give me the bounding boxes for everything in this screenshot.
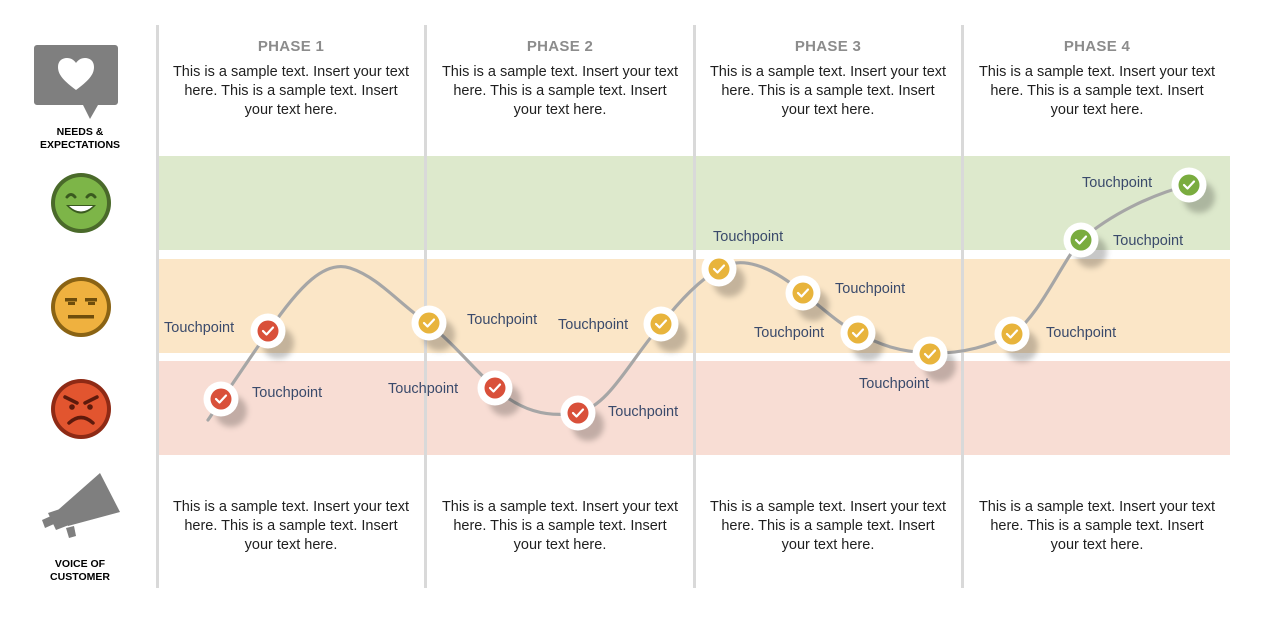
column-divider [961, 25, 964, 588]
touchpoint-label: Touchpoint [859, 376, 930, 392]
angry-face-icon [51, 379, 111, 439]
phase-1-title: PHASE 1 [257, 38, 325, 55]
column-divider [156, 25, 159, 588]
check-icon [796, 288, 810, 298]
check-icon [214, 394, 228, 404]
touchpoint-marker[interactable] [411, 305, 456, 352]
neutral-face-icon [51, 277, 111, 337]
touchpoint-label: Touchpoint [835, 281, 906, 297]
touchpoint-dot [1178, 174, 1200, 196]
check-icon [851, 328, 865, 338]
touchpoint-marker[interactable] [785, 275, 830, 322]
phase-4-needs-text: This is a sample text. Insert your text … [978, 64, 1216, 118]
touchpoint-dot [257, 320, 279, 342]
touchpoint-label: Touchpoint [467, 312, 538, 328]
touchpoint-marker[interactable] [1063, 222, 1108, 269]
phase-1-needs-text: This is a sample text. Insert your text … [172, 64, 410, 118]
check-icon [1182, 180, 1196, 190]
touchpoint-marker[interactable] [994, 316, 1039, 363]
touchpoint-dot [567, 402, 589, 424]
touchpoint-label: Touchpoint [252, 385, 323, 401]
check-icon [261, 326, 275, 336]
touchpoint-marker[interactable] [477, 370, 522, 417]
touchpoint-dot [919, 343, 941, 365]
touchpoint-marker[interactable] [560, 395, 605, 442]
check-icon [1005, 329, 1019, 339]
phase-1-voice-text: This is a sample text. Insert your text … [172, 499, 410, 553]
touchpoint-marker[interactable] [1171, 167, 1216, 214]
touchpoint-marker[interactable] [203, 381, 248, 428]
touchpoint-dot [1070, 229, 1092, 251]
phase-4-title: PHASE 4 [1063, 38, 1131, 55]
touchpoint-label: Touchpoint [164, 320, 235, 336]
needs-expectations-label: NEEDS & EXPECTATIONS [39, 126, 121, 151]
touchpoint-dot [484, 377, 506, 399]
check-icon [422, 318, 436, 328]
touchpoint-marker[interactable] [643, 306, 688, 353]
touchpoint-dot [418, 312, 440, 334]
phase-3-title: PHASE 3 [794, 38, 862, 55]
phase-2-voice-text: This is a sample text. Insert your text … [441, 499, 679, 553]
phase-3-needs-text: This is a sample text. Insert your text … [709, 64, 947, 118]
column-divider [693, 25, 696, 588]
touchpoint-dot [1001, 323, 1023, 345]
check-icon [654, 319, 668, 329]
touchpoint-label: Touchpoint [608, 404, 679, 420]
speech-bubble-heart-icon [34, 45, 118, 119]
journey-curve [206, 183, 1191, 422]
touchpoint-label: Touchpoint [1113, 233, 1184, 249]
touchpoint-label: Touchpoint [754, 325, 825, 341]
touchpoint-dot [792, 282, 814, 304]
phase-4-voice-text: This is a sample text. Insert your text … [978, 499, 1216, 553]
voice-of-customer-label: VOICE OF CUSTOMER [50, 558, 110, 583]
touchpoint-marker[interactable] [701, 251, 746, 298]
touchpoint-label: Touchpoint [388, 381, 459, 397]
phase-2-needs-text: This is a sample text. Insert your text … [441, 64, 679, 118]
check-icon [571, 408, 585, 418]
touchpoint-dot [650, 313, 672, 335]
check-icon [488, 383, 502, 393]
touchpoint-dot [847, 322, 869, 344]
touchpoint-label: Touchpoint [713, 229, 784, 245]
touchpoint-marker[interactable] [912, 336, 957, 383]
touchpoint-marker[interactable] [250, 313, 295, 360]
check-icon [712, 264, 726, 274]
check-icon [923, 349, 937, 359]
megaphone-icon [42, 473, 120, 538]
phase-2-title: PHASE 2 [526, 38, 594, 55]
touchpoint-dot [708, 258, 730, 280]
phase-3-voice-text: This is a sample text. Insert your text … [709, 499, 947, 553]
touchpoint-dot [210, 388, 232, 410]
touchpoint-marker[interactable] [840, 315, 885, 362]
happy-face-icon [51, 173, 111, 233]
check-icon [1074, 235, 1088, 245]
touchpoint-label: Touchpoint [558, 317, 629, 333]
touchpoint-label: Touchpoint [1082, 175, 1153, 191]
touchpoint-label: Touchpoint [1046, 325, 1117, 341]
